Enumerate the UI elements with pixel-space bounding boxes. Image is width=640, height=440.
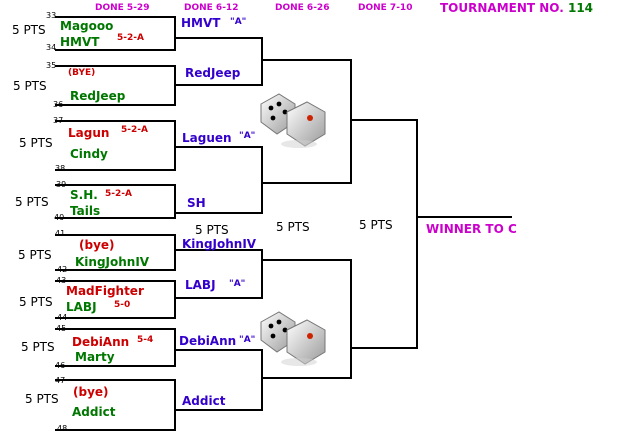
dice-icon <box>260 311 326 366</box>
match-points: 5 PTS <box>25 392 59 406</box>
winner-label: WINNER TO C <box>426 222 517 236</box>
player-bye: (bye) <box>73 385 109 399</box>
player-name: Tails <box>70 204 101 218</box>
player-bye: (bye) <box>79 238 115 252</box>
match-score-note: 5-4 <box>137 335 154 345</box>
seed-number: 37 <box>53 116 64 125</box>
player-name: S.H. <box>70 188 98 202</box>
seed-number: 38 <box>55 164 66 173</box>
seed-number: 42 <box>57 265 68 274</box>
round4-date-header: DONE 7-10 <box>358 3 413 13</box>
seed-number: 47 <box>55 376 66 385</box>
tournament-label: TOURNAMENT NO. <box>440 1 564 15</box>
seed-number: 46 <box>55 361 66 370</box>
round2-date-header: DONE 6-12 <box>184 3 239 13</box>
seed-number: 43 <box>56 276 67 285</box>
seed-number: 48 <box>57 424 68 433</box>
match-points: 5 PTS <box>12 23 46 37</box>
match-points: 5 PTS <box>13 79 47 93</box>
seed-number: 40 <box>54 213 65 222</box>
round2-note: "A" <box>239 335 256 345</box>
round3-points: 5 PTS <box>276 220 310 234</box>
seed-number: 41 <box>55 229 66 238</box>
player-name: Lagun <box>68 126 110 140</box>
match-points: 5 PTS <box>19 136 53 150</box>
tournament-title: TOURNAMENT NO. 114 <box>440 2 593 14</box>
round2-note: "A" <box>239 131 256 141</box>
match-score-note: 5-2-A <box>117 33 144 43</box>
round2-winner: Addict <box>182 394 226 408</box>
player-bye: (BYE) <box>68 68 96 78</box>
round2-winner: RedJeep <box>185 66 241 80</box>
round2-note: "A" <box>229 279 246 289</box>
round1-date-header: DONE 5-29 <box>95 3 150 13</box>
seed-number: 33 <box>46 11 57 20</box>
round2-winner: HMVT <box>181 16 221 30</box>
round3-date-header: DONE 6-26 <box>275 3 330 13</box>
seed-number: 36 <box>53 100 64 109</box>
match-score-note: 5-0 <box>114 300 131 310</box>
player-name: RedJeep <box>70 89 126 103</box>
match-score-note: 5-2-A <box>121 125 148 135</box>
player-name: Magooo <box>60 19 114 33</box>
match-score-note: 5-2-A <box>105 189 132 199</box>
round2-winner: Laguen <box>182 131 232 145</box>
player-name: Cindy <box>70 147 108 161</box>
tournament-number: 114 <box>567 1 594 15</box>
round2-points: 5 PTS <box>195 223 229 237</box>
round2-winner: LABJ <box>185 278 216 292</box>
round2-winner: DebiAnn <box>179 334 237 348</box>
round4-points: 5 PTS <box>359 218 393 232</box>
round2-winner: KingJohnIV <box>182 237 257 251</box>
seed-number: 44 <box>57 313 68 322</box>
player-name: DebiAnn <box>72 335 130 349</box>
round2-winner: SH <box>187 196 206 210</box>
seed-number: 35 <box>46 61 57 70</box>
seed-number: 34 <box>46 43 57 52</box>
player-name: HMVT <box>60 35 100 49</box>
dice-icon <box>260 93 326 148</box>
player-name: Marty <box>75 350 115 364</box>
player-name: Addict <box>72 405 116 419</box>
match-points: 5 PTS <box>18 248 52 262</box>
match-points: 5 PTS <box>15 195 49 209</box>
seed-number: 45 <box>56 324 67 333</box>
player-name: LABJ <box>66 300 97 314</box>
player-name: MadFighter <box>66 284 144 298</box>
match-points: 5 PTS <box>19 295 53 309</box>
player-name: KingJohnIV <box>75 255 150 269</box>
seed-number: 39 <box>56 180 67 189</box>
round2-note: "A" <box>230 17 247 27</box>
match-points: 5 PTS <box>21 340 55 354</box>
